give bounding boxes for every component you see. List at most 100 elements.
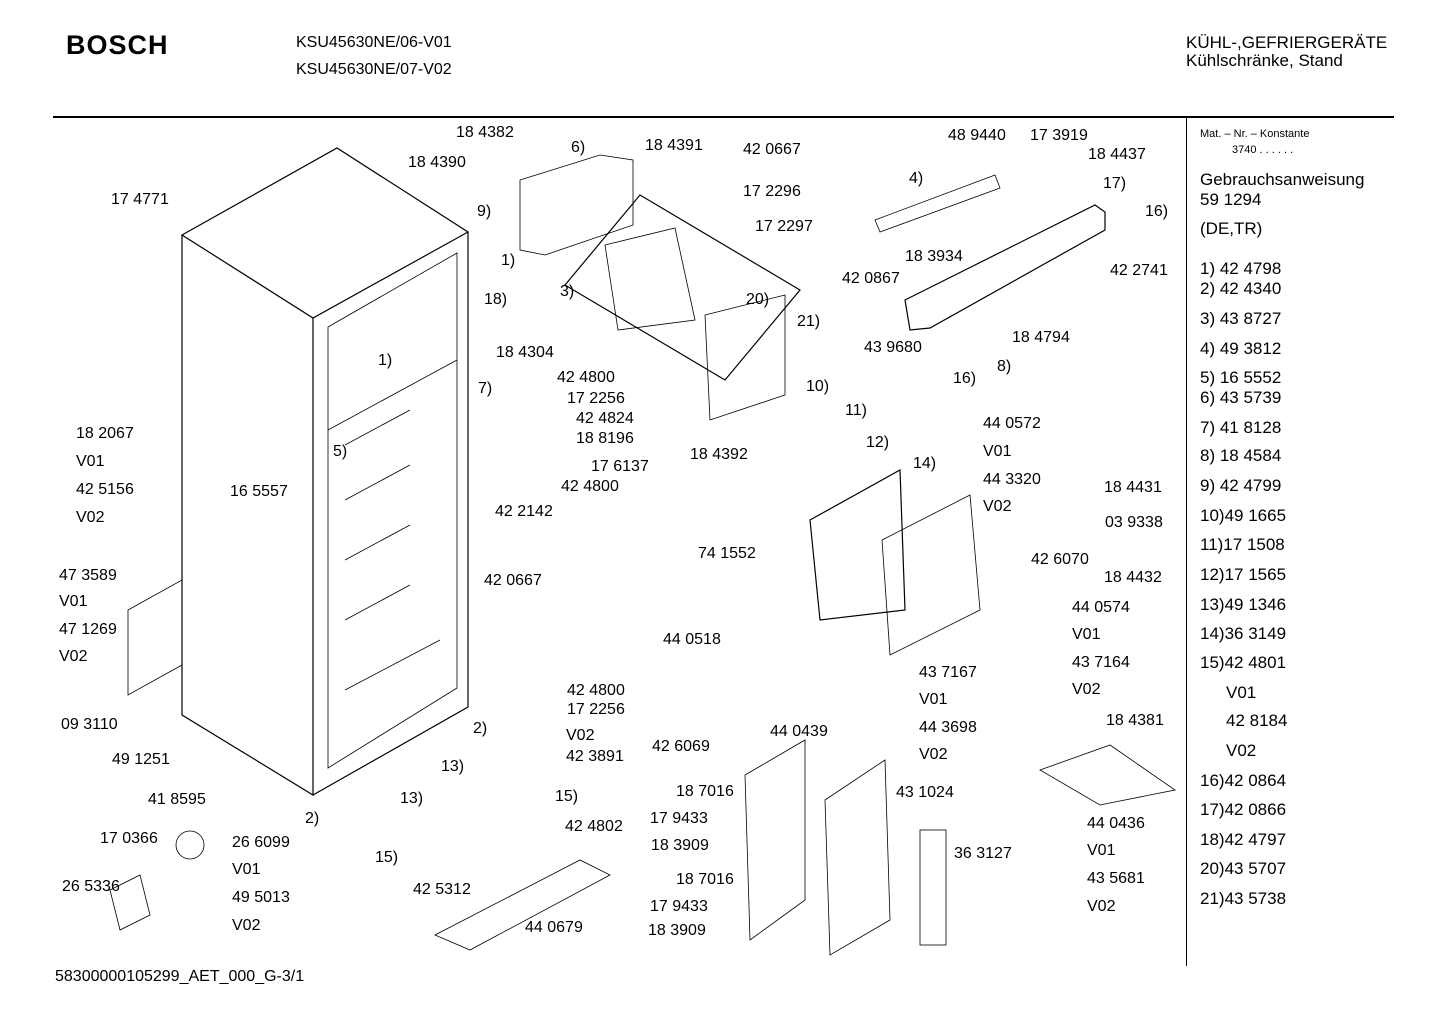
sidebar-divider xyxy=(1186,118,1187,966)
part-label: 26 5336 xyxy=(62,878,120,895)
part-label: 42 2142 xyxy=(495,503,553,520)
part-label: 2) xyxy=(305,810,320,827)
part-label: 43 7167 xyxy=(919,664,977,681)
part-label: 43 1024 xyxy=(896,784,954,801)
part-label: 09 3110 xyxy=(61,716,118,733)
parts-list-item: 14)36 3149 xyxy=(1200,624,1287,643)
part-label: 17 6137 xyxy=(591,458,649,475)
part-label: 15) xyxy=(375,849,399,866)
part-label: 18 4431 xyxy=(1104,479,1162,496)
part-label: 47 1269 xyxy=(59,621,117,638)
part-label: 17 9433 xyxy=(650,898,708,915)
part-label: 8) xyxy=(997,358,1012,375)
model-line-2: KSU45630NE/07-V02 xyxy=(296,61,452,78)
part-label: 13) xyxy=(400,790,424,807)
parts-list-item: 8) 18 4584 xyxy=(1200,446,1282,465)
part-label: 18 4304 xyxy=(496,344,554,361)
part-label: V01 xyxy=(1072,626,1101,643)
parts-list-item: 5) 16 5552 xyxy=(1200,368,1282,387)
part-label: 18 7016 xyxy=(676,783,734,800)
part-label: 17 3919 xyxy=(1030,127,1088,144)
part-label: 42 4800 xyxy=(567,682,625,699)
header-divider xyxy=(53,116,1394,118)
part-label: V01 xyxy=(983,443,1012,460)
part-label: 49 5013 xyxy=(232,889,290,906)
control-panel xyxy=(874,174,1106,331)
part-label: 47 3589 xyxy=(59,567,117,584)
freezer-drawer xyxy=(519,154,634,256)
manual-number: 59 1294 xyxy=(1200,190,1262,209)
parts-list-item: 10)49 1665 xyxy=(1200,506,1287,525)
part-label: 44 0439 xyxy=(770,723,828,740)
part-label: 5) xyxy=(333,443,348,460)
parts-list-item: 42 8184 xyxy=(1226,711,1288,730)
part-label: 3) xyxy=(560,283,575,300)
part-label: 18 3934 xyxy=(905,248,963,265)
part-label: 1) xyxy=(501,252,516,269)
part-label: 42 0667 xyxy=(484,572,542,589)
part-label: 44 0679 xyxy=(525,919,583,936)
parts-list-item: 6) 43 5739 xyxy=(1200,388,1282,407)
part-label: 42 4800 xyxy=(557,369,615,386)
part-label: V02 xyxy=(232,917,261,934)
part-label: 36 3127 xyxy=(954,845,1012,862)
parts-list-item: 16)42 0864 xyxy=(1200,771,1287,790)
part-label: 26 6099 xyxy=(232,834,290,851)
part-label: 44 3698 xyxy=(919,719,977,736)
evaporator xyxy=(564,194,801,421)
part-label: 44 3320 xyxy=(983,471,1041,488)
part-label: 42 4824 xyxy=(576,410,634,427)
door-shelves xyxy=(434,739,947,956)
part-label: 21) xyxy=(797,313,821,330)
parts-list-item: 18)42 4797 xyxy=(1200,830,1287,849)
part-label: V02 xyxy=(1072,681,1101,698)
part-label: V01 xyxy=(76,453,105,470)
part-label: 74 1552 xyxy=(698,545,756,562)
part-label: 17 2296 xyxy=(743,183,801,200)
part-label: 16) xyxy=(953,370,977,387)
part-label: 44 0436 xyxy=(1087,815,1145,832)
part-label: 14) xyxy=(913,455,937,472)
parts-list-item: 20)43 5707 xyxy=(1200,859,1287,878)
parts-list-item: 9) 42 4799 xyxy=(1200,476,1282,495)
part-label: 42 6070 xyxy=(1031,551,1089,568)
part-label: 18 4392 xyxy=(690,446,748,463)
part-label: 03 9338 xyxy=(1105,514,1163,531)
parts-list-item: 17)42 0866 xyxy=(1200,800,1287,819)
part-label: 49 1251 xyxy=(112,751,170,768)
part-label: V02 xyxy=(983,498,1012,515)
part-label: V02 xyxy=(919,746,948,763)
manual-title: Gebrauchsanweisung xyxy=(1200,170,1365,189)
brand-logo: BOSCH xyxy=(66,30,169,60)
footer-code: 58300000105299_AET_000_G-3/1 xyxy=(55,968,305,985)
parts-list-item: 4) 49 3812 xyxy=(1200,339,1282,358)
part-label: V01 xyxy=(919,691,948,708)
parts-list-item: 21)43 5738 xyxy=(1200,889,1287,908)
ventilation-fan xyxy=(109,830,205,931)
parts-list-item: 13)49 1346 xyxy=(1200,595,1287,614)
parts-list-item: 3) 43 8727 xyxy=(1200,309,1282,328)
part-label: 18 4381 xyxy=(1106,712,1164,729)
part-label: V01 xyxy=(232,861,261,878)
part-label: 12) xyxy=(866,434,890,451)
model-line-1: KSU45630NE/06-V01 xyxy=(296,34,452,51)
part-label: 42 3891 xyxy=(566,748,624,765)
part-label: 18) xyxy=(484,291,508,308)
part-label: 17) xyxy=(1103,175,1127,192)
part-label: 6) xyxy=(571,139,586,156)
part-label: 20) xyxy=(746,291,770,308)
part-label: 18 4794 xyxy=(1012,329,1070,346)
part-label: 18 4382 xyxy=(456,124,514,141)
part-label: 18 7016 xyxy=(676,871,734,888)
parts-list-item: V02 xyxy=(1226,741,1257,760)
part-label: 7) xyxy=(478,380,493,397)
part-label: 13) xyxy=(441,758,465,775)
air-duct-panels xyxy=(809,468,981,656)
parts-list-item: V01 xyxy=(1226,683,1257,702)
part-label: 18 4390 xyxy=(408,154,466,171)
part-label: 17 4771 xyxy=(111,191,169,208)
parts-list-item: 11)17 1508 xyxy=(1200,535,1285,554)
part-label: 42 5156 xyxy=(76,481,134,498)
part-label: 1) xyxy=(378,352,393,369)
part-label: 42 0667 xyxy=(743,141,801,158)
